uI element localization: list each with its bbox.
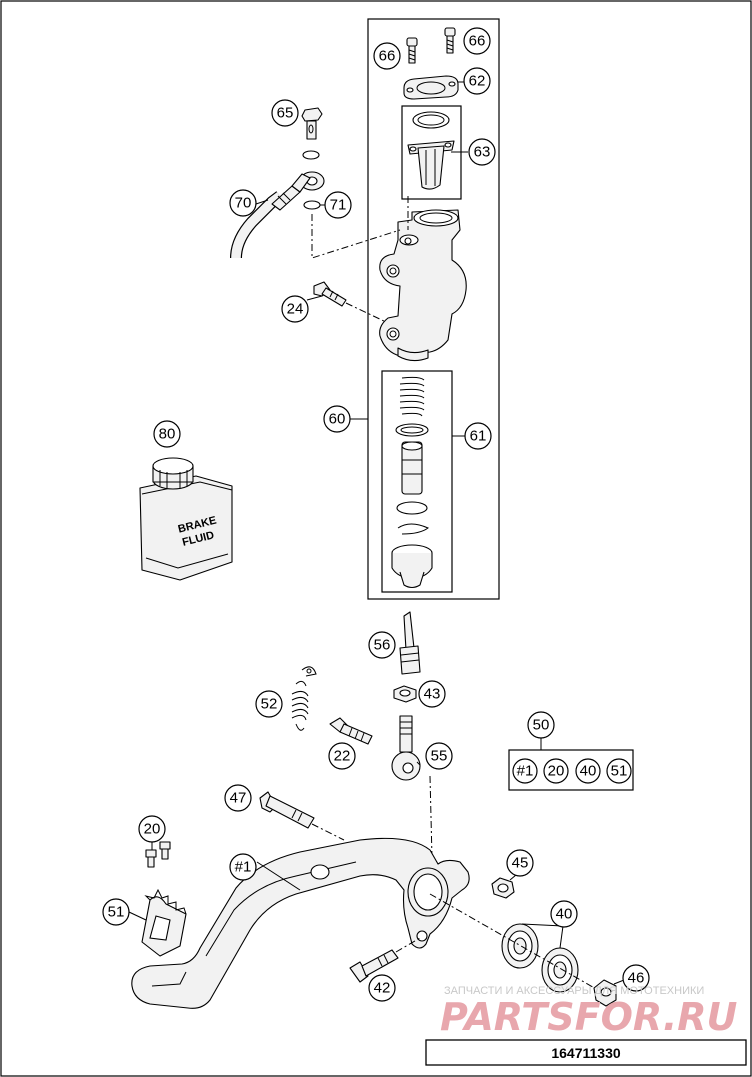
svg-text:65: 65: [277, 105, 294, 122]
pushrod-56: [399, 611, 421, 675]
svg-text:66: 66: [469, 33, 486, 50]
kit-50-box: [508, 749, 634, 791]
brake-hose-70: [230, 171, 325, 259]
svg-text:63: 63: [474, 144, 491, 161]
callout-43: 43: [418, 680, 446, 708]
callout-66-left: 66: [373, 42, 401, 70]
washer-71: [303, 200, 321, 210]
callout-46: 46: [622, 964, 650, 992]
svg-text:56: 56: [374, 637, 391, 654]
callout-52: 52: [255, 690, 283, 718]
bolt-22: [329, 717, 373, 745]
callout-70: 70: [229, 189, 257, 217]
callout-71: 71: [324, 191, 352, 219]
svg-text:46: 46: [628, 970, 645, 987]
nut-46: [593, 979, 617, 1007]
svg-text:80: 80: [159, 426, 176, 443]
clevis-55: [391, 715, 433, 859]
master-cylinder-group-box: [367, 18, 500, 600]
nut-43: [393, 685, 417, 703]
reservoir-cover-62: [403, 75, 459, 100]
piston-kit-box: [381, 370, 453, 593]
svg-text:71: 71: [330, 197, 347, 214]
svg-text:50: 50: [533, 717, 550, 734]
callout-51: 51: [102, 898, 130, 926]
screws-20: [145, 841, 171, 868]
brake-fluid-can-80: BRAKE FLUID: [139, 457, 233, 581]
svg-text:47: 47: [230, 790, 247, 807]
callout-47: 47: [224, 784, 252, 812]
callout-42: 42: [368, 974, 396, 1002]
callout-65: 65: [271, 99, 299, 127]
svg-text:55: 55: [431, 748, 448, 765]
callout-63: 63: [468, 138, 496, 166]
kit-item-40: 40: [575, 758, 601, 784]
leader-lines: [128, 81, 625, 985]
master-cylinder-body: [379, 209, 467, 362]
svg-text:66: 66: [379, 48, 396, 65]
callout-60: 60: [323, 405, 351, 433]
kit-item-1: #1: [512, 758, 538, 784]
watermark-tagline: ЗАПЧАСТИ И АКСЕССУАРЫ ДЛЯ МОТОТЕХНИКИ: [444, 985, 704, 997]
reservoir-filter-63: [407, 111, 455, 190]
svg-text:62: 62: [469, 73, 486, 90]
bolt-42: [349, 937, 421, 983]
svg-text:52: 52: [261, 696, 278, 713]
svg-text:20: 20: [144, 821, 161, 838]
svg-text:22: 22: [334, 748, 351, 765]
assembly-line-hose: [311, 214, 401, 259]
svg-text:24: 24: [287, 301, 304, 318]
bearing-40a: [501, 923, 539, 969]
callout-80: 80: [153, 420, 181, 448]
callout-pedal-1: #1: [229, 853, 257, 881]
callout-24: 24: [281, 295, 309, 323]
callout-56: 56: [368, 631, 396, 659]
svg-text:#1: #1: [235, 859, 252, 876]
svg-text:42: 42: [374, 980, 391, 997]
assembly-line-pivot: [429, 893, 613, 999]
svg-text:70: 70: [235, 195, 252, 212]
diagram-code: 164711330: [551, 1045, 621, 1061]
diagram-code-box: [425, 1039, 747, 1066]
callout-45: 45: [506, 849, 534, 877]
callout-66-right: 66: [463, 27, 491, 55]
svg-text:60: 60: [329, 411, 346, 428]
svg-text:45: 45: [512, 855, 529, 872]
callout-40: 40: [550, 900, 578, 928]
callout-62: 62: [463, 67, 491, 95]
svg-text:40: 40: [556, 906, 573, 923]
svg-text:20: 20: [548, 763, 565, 780]
spring-52: [291, 666, 317, 731]
screw-66-right: [444, 27, 456, 54]
callout-61: 61: [464, 422, 492, 450]
screw-66-left: [406, 37, 418, 64]
svg-text:40: 40: [580, 763, 597, 780]
banjo-bolt-65: [301, 107, 323, 160]
callout-20: 20: [138, 815, 166, 843]
svg-text:61: 61: [470, 428, 487, 445]
svg-text:51: 51: [611, 763, 628, 780]
svg-text:51: 51: [108, 904, 125, 921]
callout-50: 50: [527, 711, 555, 739]
brake-pedal-1: [131, 837, 470, 1009]
pivot-bolt-47: [259, 791, 345, 841]
svg-text:#1: #1: [517, 763, 534, 780]
nut-45: [491, 877, 515, 899]
callout-22: 22: [328, 742, 356, 770]
kit-item-20: 20: [543, 758, 569, 784]
bolt-24: [313, 281, 387, 323]
kit-item-51: 51: [606, 758, 632, 784]
piston-kit-61: [391, 376, 433, 589]
callout-55: 55: [425, 742, 453, 770]
watermark-logo: PARTSFOR.RU: [440, 995, 738, 1039]
pedal-step-51: [141, 888, 187, 957]
svg-text:43: 43: [424, 686, 441, 703]
